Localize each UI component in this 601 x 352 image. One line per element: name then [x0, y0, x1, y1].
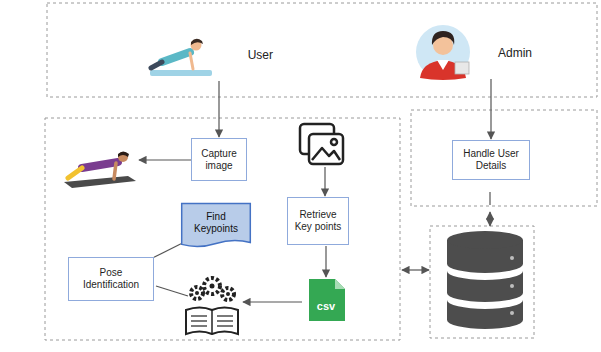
image-icon — [300, 124, 343, 164]
connector-arrow — [154, 244, 181, 258]
node-label: Retrieve Key points — [291, 209, 345, 233]
node-label: Find Keypoints — [184, 211, 248, 235]
process-box: Retrieve Key points — [287, 197, 349, 245]
model-gears-book-icon — [186, 278, 238, 334]
document-shape: Find Keypoints — [181, 203, 251, 249]
csv-file-fold — [335, 279, 345, 289]
user-plank-icon — [150, 39, 212, 76]
process-box: Handle User Details — [452, 140, 530, 180]
processing-region — [45, 118, 400, 340]
node-label: User — [248, 48, 273, 62]
node-label: Handle User Details — [456, 148, 526, 172]
database-region — [430, 226, 534, 338]
admin-region — [411, 110, 597, 206]
capture-to-image-arrow — [139, 159, 191, 160]
captured-pose-image — [64, 152, 136, 189]
model-to-pose-line — [156, 286, 188, 296]
connector-arrow — [218, 81, 219, 137]
database-process-arrow — [402, 269, 429, 270]
document-outline-path — [182, 203, 251, 246]
node-label: Capture image — [195, 148, 243, 172]
connector-arrow — [490, 79, 491, 139]
image-to-retrieve-arrow — [324, 167, 325, 196]
csv-to-model-arrow — [243, 301, 302, 302]
process-box: Pose Identification — [68, 257, 154, 301]
admin-avatar-icon — [416, 25, 470, 80]
connector-arrow — [325, 246, 326, 277]
database-icon — [447, 231, 523, 329]
details-database-arrow-top — [489, 192, 490, 205]
node-label: csv — [303, 300, 349, 312]
actor-region — [47, 3, 597, 97]
node-label: Pose Identification — [72, 267, 150, 291]
actor-node: User — [145, 30, 277, 80]
details-database-arrow — [489, 212, 490, 226]
node-label: Admin — [498, 46, 532, 60]
process-box: Capture image — [191, 138, 247, 181]
csv-file-node: csv — [303, 278, 349, 322]
actor-node: Admin — [410, 28, 536, 78]
